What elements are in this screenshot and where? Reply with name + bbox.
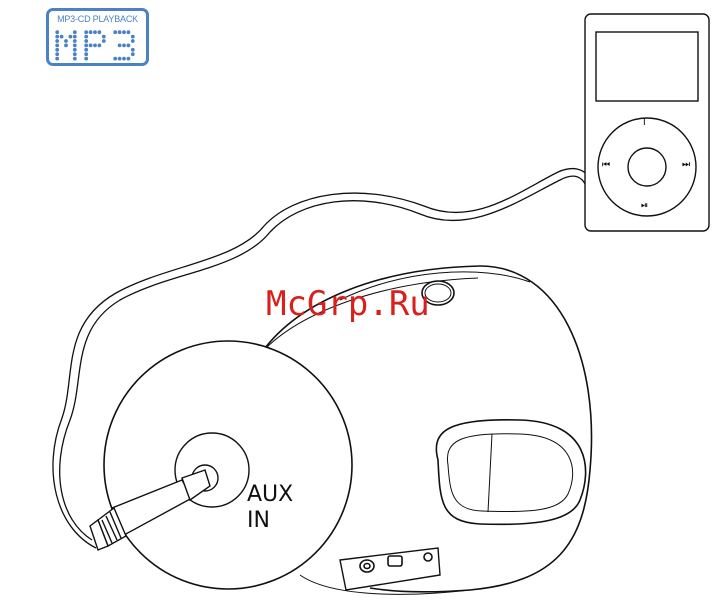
logo-dot — [55, 44, 59, 48]
logo-dot — [84, 44, 88, 48]
logo-dot — [64, 39, 68, 43]
logo-dot — [73, 57, 77, 61]
logo-dot — [69, 35, 73, 39]
logo-dot — [89, 44, 93, 48]
logo-dot — [93, 44, 97, 48]
aux-label-line2: IN — [247, 508, 293, 534]
logo-dot — [93, 30, 97, 34]
logo-dot — [84, 52, 88, 56]
player-play-pause-icon: ⏯ — [641, 201, 648, 211]
logo-dot — [73, 48, 77, 52]
logo-dot — [55, 39, 59, 43]
logo-dot — [102, 39, 106, 43]
mp3-dot-logo — [53, 28, 145, 62]
badge-label: MP3-CD PLAYBACK — [49, 14, 146, 24]
logo-dot — [127, 30, 131, 34]
logo-dot — [84, 48, 88, 52]
logo-dot — [84, 39, 88, 43]
logo-dot — [55, 35, 59, 39]
logo-dot — [73, 52, 77, 56]
logo-dot — [84, 35, 88, 39]
magnifier-circle — [104, 341, 352, 589]
logo-dot — [131, 39, 135, 43]
logo-dot — [55, 52, 59, 56]
logo-dot — [127, 57, 131, 61]
logo-dot — [113, 57, 117, 61]
logo-dot — [98, 44, 102, 48]
logo-dot — [55, 57, 59, 61]
logo-dot — [64, 44, 68, 48]
logo-dot — [118, 57, 122, 61]
logo-dot — [131, 48, 135, 52]
logo-dot — [131, 52, 135, 56]
logo-dot — [89, 30, 93, 34]
logo-dot — [127, 44, 131, 48]
player-previous-icon: ⏮ — [602, 160, 610, 170]
player-next-icon: ⏭ — [682, 160, 690, 170]
mp3-player — [585, 14, 709, 231]
logo-dot — [118, 30, 122, 34]
logo-dot — [131, 35, 135, 39]
logo-dot — [55, 48, 59, 52]
logo-dot — [122, 44, 126, 48]
watermark: McGrp.Ru — [266, 284, 430, 324]
aux-label-line1: AUX — [247, 482, 293, 508]
aux-in-label: AUX IN — [247, 482, 293, 534]
logo-dot — [73, 30, 77, 34]
logo-dot — [113, 30, 117, 34]
logo-dot — [102, 35, 106, 39]
mp3-cd-playback-badge: MP3-CD PLAYBACK — [46, 8, 149, 66]
logo-dot — [84, 30, 88, 34]
logo-dot — [122, 57, 126, 61]
player-menu-icon: I — [643, 118, 646, 128]
logo-dot — [73, 44, 77, 48]
logo-dot — [84, 57, 88, 61]
logo-dot — [73, 35, 77, 39]
logo-dot — [55, 30, 59, 34]
logo-dot — [60, 35, 64, 39]
logo-dot — [73, 39, 77, 43]
logo-dot — [98, 30, 102, 34]
logo-dot — [122, 30, 126, 34]
logo-dot — [118, 44, 122, 48]
